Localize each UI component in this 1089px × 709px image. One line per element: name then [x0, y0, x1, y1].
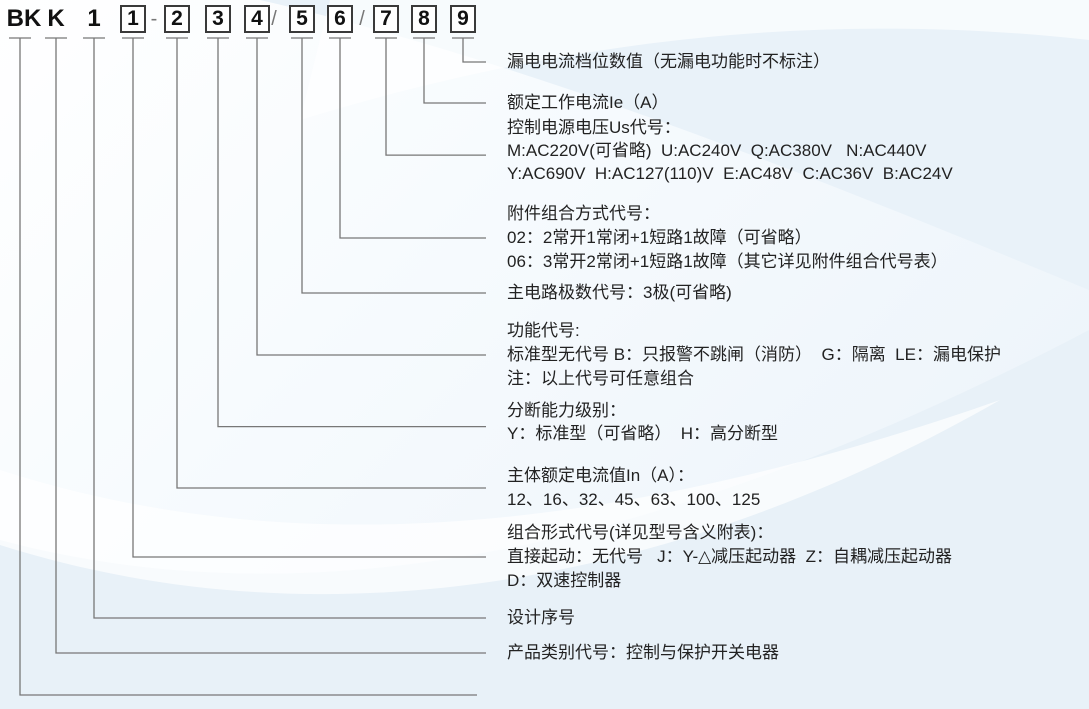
- leader-line-5: [291, 37, 486, 294]
- legend-line-4-1: 标准型无代号 B：只报警不跳闸（消防） G：隔离 LE：漏电保护: [507, 345, 1001, 364]
- legend-line-1-series-0: 设计序号: [507, 608, 575, 627]
- legend-line-1-1: 直接起动：无代号 J：Y-△减压起动器 Z：自耦减压起动器: [507, 547, 953, 566]
- legend-line-7-1: M:AC220V(可省略) U:AC240V Q:AC380V N:AC440V: [507, 141, 927, 160]
- legend-block-1-series: 设计序号: [507, 607, 575, 629]
- legend-block-K: 产品类别代号：控制与保护开关电器: [507, 642, 779, 664]
- code-box-6: 6: [327, 5, 353, 33]
- swoosh-bottom: [0, 330, 1089, 709]
- code-separator-1: /: [271, 8, 277, 30]
- legend-line-7-0: 控制电源电压Us代号：: [507, 118, 681, 137]
- code-box-2: 2: [164, 5, 190, 33]
- leader-line-BK: [9, 37, 477, 696]
- legend-line-6-1: 02：2常开1常闭+1短路1故障（可省略）: [507, 228, 812, 247]
- legend-line-6-2: 06：3常开2常闭+1短路1故障（其它详见附件组合代号表）: [507, 252, 948, 271]
- code-box-9: 9: [450, 5, 476, 33]
- legend-line-8-0: 额定工作电流Ie（A）: [507, 93, 669, 112]
- legend-block-1: 组合形式代号(详见型号含义附表)： 直接起动：无代号 J：Y-△减压起动器 Z：自…: [507, 521, 952, 593]
- swoosh-top-right: [260, 0, 1089, 290]
- legend-line-2-1: 12、16、32、45、63、100、125: [507, 490, 761, 509]
- legend-line-4-2: 注：以上代号可任意组合: [507, 369, 694, 388]
- legend-line-5-0: 主电路极数代号：3极(可省略): [507, 283, 732, 302]
- code-box-1: 1: [120, 5, 146, 33]
- leader-line-6: [329, 37, 486, 239]
- code-box-4: 4: [244, 5, 270, 33]
- legend-block-8: 额定工作电流Ie（A）: [507, 92, 669, 114]
- code-box-8: 8: [411, 5, 437, 33]
- leader-line-7: [375, 37, 486, 156]
- legend-block-4: 功能代号: 标准型无代号 B：只报警不跳闸（消防） G：隔离 LE：漏电保护注：以…: [507, 319, 1001, 391]
- legend-line-6-0: 附件组合方式代号：: [507, 204, 660, 223]
- legend-block-5: 主电路极数代号：3极(可省略): [507, 282, 732, 304]
- code-box-7: 7: [373, 5, 399, 33]
- leader-line-1: [122, 37, 486, 558]
- legend-line-7-2: Y:AC690V H:AC127(110)V E:AC48V C:AC36V B…: [507, 164, 953, 183]
- code-box-5: 5: [289, 5, 315, 33]
- leader-line-1-series: [83, 37, 486, 619]
- leader-line-8: [413, 37, 486, 104]
- leader-line-4: [246, 37, 486, 356]
- code-separator-2: /: [359, 8, 365, 30]
- legend-line-3-1: Y：标准型（可省略） H：高分断型: [507, 424, 779, 443]
- legend-line-3-0: 分断能力级别：: [507, 401, 626, 420]
- legend-block-3: 分断能力级别： Y：标准型（可省略） H：高分断型: [507, 399, 778, 445]
- code-text-1: 1: [87, 5, 101, 32]
- leader-line-2: [166, 37, 486, 489]
- legend-line-9-0: 漏电电流档位数值（无漏电功能时不标注）: [507, 52, 830, 71]
- legend-block-6: 附件组合方式代号： 02：2常开1常闭+1短路1故障（可省略） 06：3常开2常闭+…: [507, 202, 948, 274]
- leader-line-3: [207, 37, 486, 428]
- legend-block-9: 漏电电流档位数值（无漏电功能时不标注）: [507, 51, 830, 73]
- code-separator-0: -: [150, 8, 158, 30]
- swoosh-top-white-band: [300, 0, 1089, 120]
- legend-line-4-0: 功能代号:: [507, 321, 580, 340]
- leader-line-K: [45, 37, 486, 654]
- legend-line-K-0: 产品类别代号：控制与保护开关电器: [507, 643, 779, 662]
- leader-line-9: [452, 37, 486, 63]
- swoosh-bottom-white-band: [0, 400, 1000, 595]
- code-text-BK: BK: [6, 5, 42, 32]
- legend-line-1-0: 组合形式代号(详见型号含义附表)：: [507, 523, 774, 542]
- legend-block-2: 主体额定电流值In（A）： 12、16、32、45、63、100、125: [507, 464, 760, 512]
- code-box-3: 3: [205, 5, 231, 33]
- code-text-K: K: [47, 5, 65, 32]
- legend-line-2-0: 主体额定电流值In（A）：: [507, 466, 695, 485]
- legend-line-1-2: D：双速控制器: [507, 571, 622, 590]
- legend-block-7: 控制电源电压Us代号： M:AC220V(可省略) U:AC240V Q:AC38…: [507, 116, 953, 185]
